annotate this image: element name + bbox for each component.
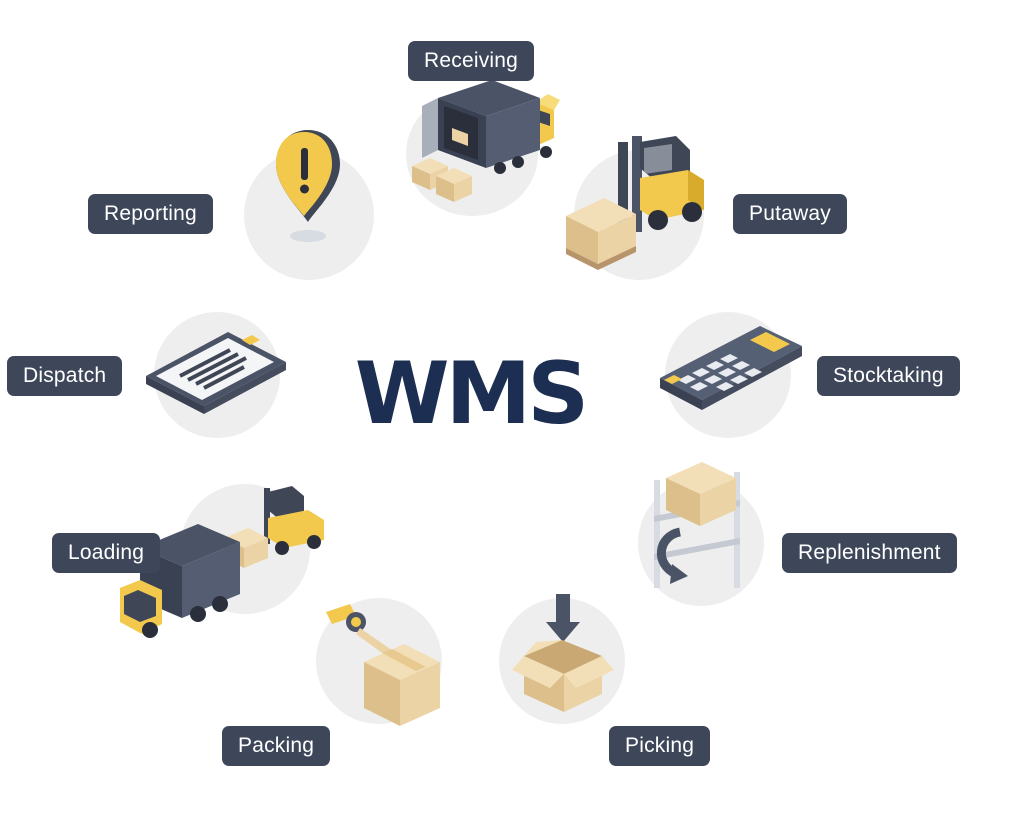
label-putaway: Putaway	[733, 194, 847, 234]
wms-title: WMS	[354, 344, 589, 444]
rack-refresh-icon	[654, 462, 740, 588]
forklift-icon	[566, 136, 704, 270]
label-stocktaking: Stocktaking	[817, 356, 960, 396]
label-picking: Picking	[609, 726, 711, 766]
truck-forklift-icon	[120, 486, 324, 638]
label-dispatch: Dispatch	[7, 356, 123, 396]
label-replenishment: Replenishment	[782, 533, 957, 573]
open-box-arrow-icon	[512, 594, 614, 712]
delivery-truck-icon	[412, 80, 560, 202]
tape-box-icon	[326, 604, 440, 726]
label-reporting: Reporting	[88, 194, 213, 234]
alert-pin-icon	[276, 130, 340, 242]
label-packing: Packing	[222, 726, 331, 766]
calculator-icon	[660, 326, 802, 410]
label-loading: Loading	[52, 533, 161, 573]
label-receiving: Receiving	[408, 41, 535, 81]
clipboard-icon	[146, 332, 286, 414]
